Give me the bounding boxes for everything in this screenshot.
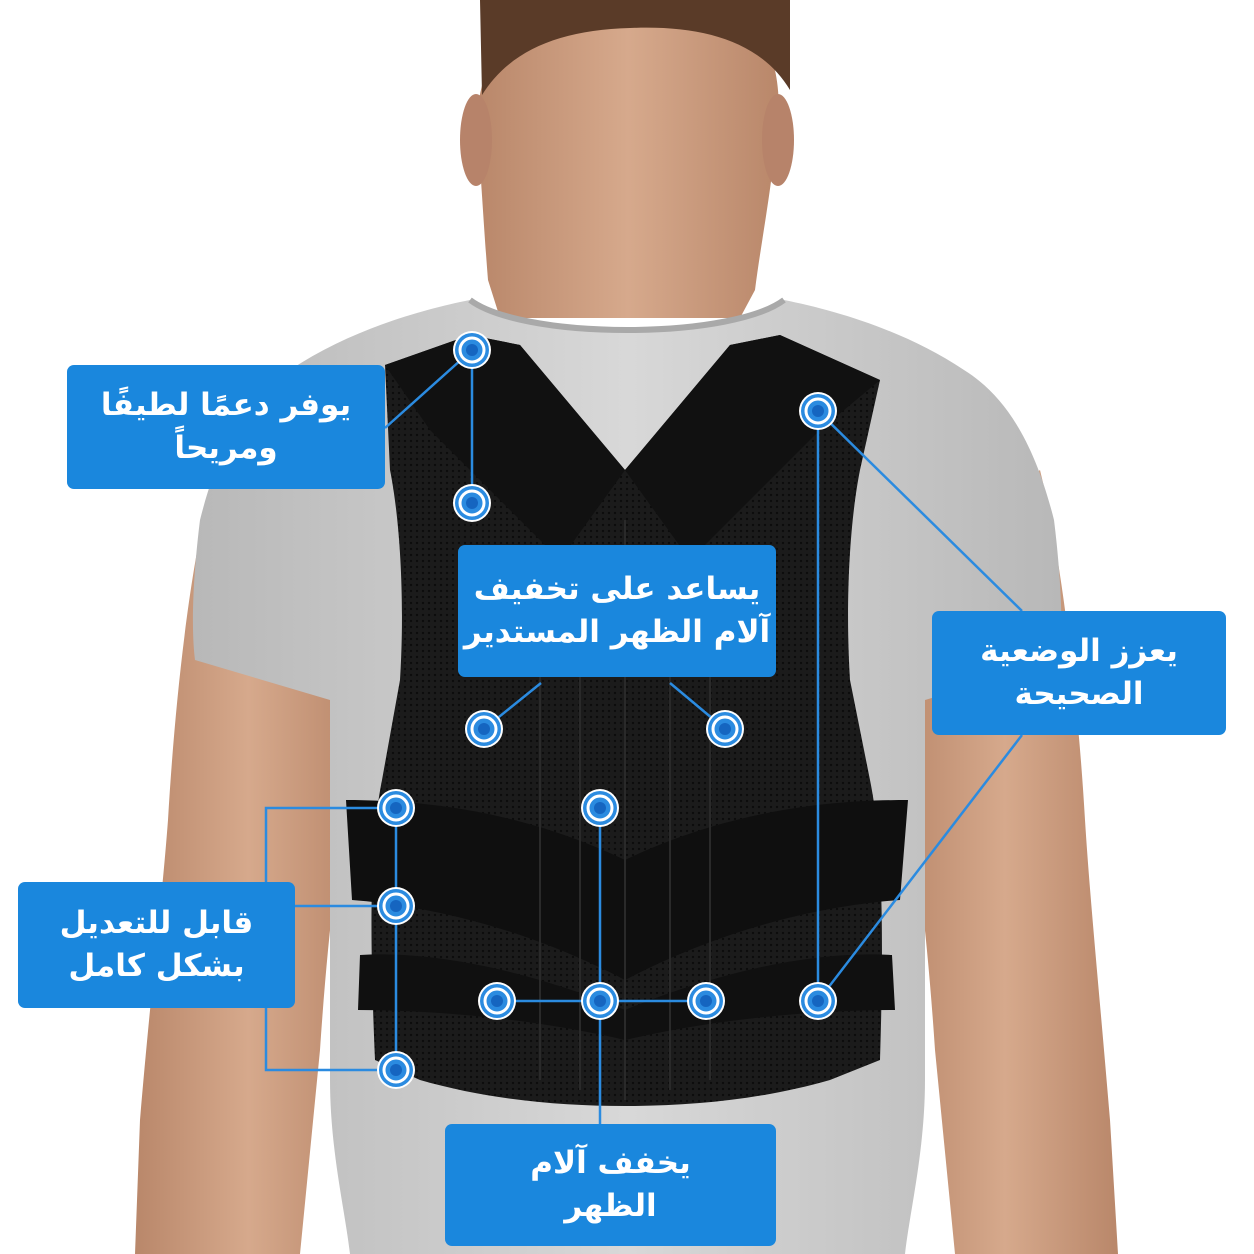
target-markers	[377, 331, 837, 1089]
target-dot-icon	[799, 392, 837, 430]
callout-line: يوفر دعمًا لطيفًا	[100, 387, 352, 424]
callout-line: يساعد على تخفيف	[473, 571, 761, 608]
callout-correct-posture: يعزز الوضعية الصحيحة	[932, 611, 1226, 735]
callout-line: قابل للتعديل	[59, 905, 254, 942]
target-dot-icon	[465, 710, 503, 748]
callout-gentle-support: يوفر دعمًا لطيفًا ومريحاً	[67, 365, 385, 489]
callout-line: بشكل كامل	[68, 948, 245, 984]
callout-line: يعزز الوضعية	[980, 633, 1178, 670]
target-dot-icon	[377, 1051, 415, 1089]
target-dot-icon	[581, 982, 619, 1020]
callout-line: آلام الظهر المستدير	[463, 614, 771, 650]
callout-line: ومريحاً	[174, 430, 278, 466]
callout-fully-adjustable: قابل للتعديل بشكل كامل	[18, 882, 295, 1008]
target-dot-icon	[377, 789, 415, 827]
callout-rounded-back-relief: يساعد على تخفيف آلام الظهر المستدير	[458, 545, 776, 677]
callout-line: يخفف آلام	[530, 1145, 691, 1182]
target-dot-icon	[799, 982, 837, 1020]
target-dot-icon	[581, 789, 619, 827]
target-dot-icon	[706, 710, 744, 748]
target-dot-icon	[687, 982, 725, 1020]
connector-lines	[264, 347, 1023, 1124]
target-dot-icon	[453, 484, 491, 522]
brace	[346, 335, 908, 1106]
target-dot-icon	[453, 331, 491, 369]
callout-back-pain-relief: يخفف آلام الظهر	[445, 1124, 776, 1246]
head	[460, 0, 794, 318]
callout-line: الظهر	[564, 1188, 657, 1224]
callout-line: الصحيحة	[1014, 676, 1144, 712]
target-dot-icon	[478, 982, 516, 1020]
target-dot-icon	[377, 887, 415, 925]
